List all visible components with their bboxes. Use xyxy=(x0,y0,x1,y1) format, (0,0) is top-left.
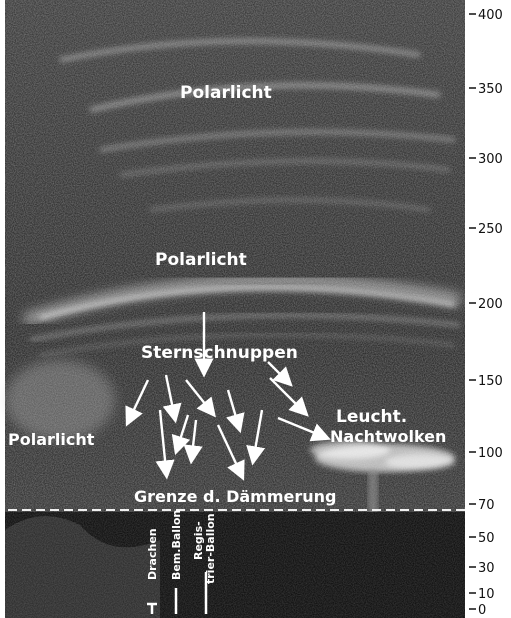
scale-tick-label: 10 xyxy=(478,587,495,602)
scale-tick-label: 30 xyxy=(478,561,495,576)
height-scale: 400 350 300 250 200 150 100 70 50 30 100 xyxy=(469,8,503,618)
bemballon-label: Bem.Ballon xyxy=(170,510,183,580)
scale-tick-label: 250 xyxy=(478,222,503,237)
scale-tick-label: 200 xyxy=(478,297,503,312)
polarlicht-left-label: Polarlicht xyxy=(8,430,95,449)
scale-tick-label: 150 xyxy=(478,374,503,389)
scale-tick-label: 100 xyxy=(478,446,503,461)
scale-tick-label: 0 xyxy=(478,603,486,618)
polarlicht-mid-label: Polarlicht xyxy=(155,250,247,270)
grenze-label: Grenze d. Dämmerung xyxy=(134,487,337,506)
left-aurora-glow xyxy=(5,360,115,440)
scale-tick-label: 350 xyxy=(478,82,503,97)
scale-tick-label: 300 xyxy=(478,152,503,167)
polarlicht-top-label: Polarlicht xyxy=(180,83,272,103)
drachen-label: Drachen xyxy=(146,528,159,580)
trierballon-label: trier-Ballon xyxy=(204,513,217,584)
ground-grain xyxy=(5,512,465,618)
sternschnuppen-label: Sternschnuppen xyxy=(141,343,298,363)
leucht-label: Leucht. xyxy=(336,407,407,427)
scale-tick-label: 400 xyxy=(478,8,503,23)
scale-tick-label: 70 xyxy=(478,498,495,513)
nachtwolken-label: Nachtwolken xyxy=(330,427,446,446)
scale-tick-label: 50 xyxy=(478,531,495,546)
